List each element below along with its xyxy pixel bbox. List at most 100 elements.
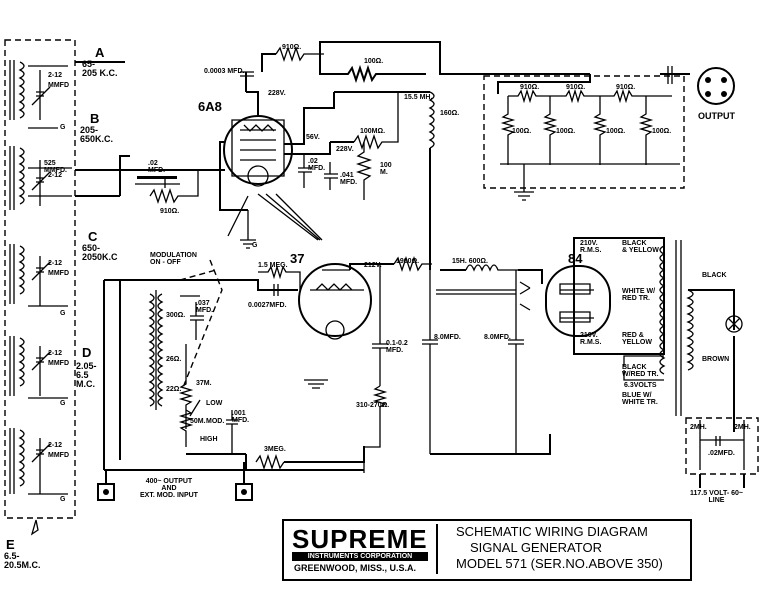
r-910-top-label: 910Ω. bbox=[282, 44, 302, 51]
wire-red-yellow-label: RED & YELLOW bbox=[622, 332, 652, 346]
ground-g-label: G bbox=[252, 242, 258, 249]
trimmer-d-unit: MMFD bbox=[48, 360, 69, 367]
output-note-label: 400~ OUTPUT AND EXT. MOD. INPUT bbox=[140, 478, 198, 499]
pot-mod-label: MOD. bbox=[206, 418, 225, 425]
r-26-label: 26Ω. bbox=[166, 356, 182, 363]
modulation-oscillator bbox=[97, 255, 432, 501]
r-310-label: 310-270Ω. bbox=[356, 402, 390, 409]
r-22-label: 22Ω. bbox=[166, 386, 182, 393]
wire-brown-label: BROWN bbox=[702, 356, 730, 363]
band-d-range: 2.05- 6.5 M.C. bbox=[76, 361, 97, 389]
r-1900-label: 1900Ω. bbox=[396, 258, 420, 265]
band-e-range: 6.5- 20.5M.C. bbox=[4, 551, 41, 570]
r-3meg-label: 3MEG. bbox=[264, 446, 286, 453]
trimmer-a-value: 2-12 bbox=[48, 72, 63, 79]
title-block bbox=[282, 519, 692, 581]
trimmer-c-value: 2-12 bbox=[48, 260, 63, 267]
supreme-logo: SUPREME INSTRUMENTS CORPORATION GREENWOO… bbox=[288, 524, 438, 574]
trimmer-c-unit: MMFD bbox=[48, 270, 69, 277]
cap-0003-label: 0.0003 MFD. bbox=[204, 68, 245, 75]
atten-shunt2-label: 100Ω. bbox=[556, 128, 576, 135]
pot-50m-label: 50M. bbox=[190, 418, 206, 425]
atten-shunt1-label: 100Ω. bbox=[512, 128, 532, 135]
cap-02-line-label: .02MFD. bbox=[708, 450, 735, 457]
oscillator-wiring bbox=[75, 41, 590, 268]
trimmer-e-value: 2-12 bbox=[48, 442, 63, 449]
band-b-letter: B bbox=[90, 111, 100, 126]
cap-001-label: .001 MFD. bbox=[232, 410, 250, 424]
pot-low-label: LOW bbox=[206, 400, 223, 407]
band-b-range: 205- 650K.C. bbox=[80, 125, 114, 144]
wire-black-red-label: BLACK W/RED TR. bbox=[622, 364, 659, 378]
choke-15-5mh-label: 15.5 MH. bbox=[404, 94, 433, 101]
modulation-switch-label: MODULATION ON - OFF bbox=[150, 252, 197, 266]
trimmer-d-value: 2-12 bbox=[48, 350, 63, 357]
ground-c: G bbox=[60, 310, 66, 317]
trimmer-a-unit: MMFD bbox=[48, 82, 69, 89]
title-line-3: MODEL 571 (SER.NO.ABOVE 350) bbox=[456, 556, 663, 571]
trimmer-b-value: 2-12 bbox=[48, 172, 63, 179]
wire-blue-white-label: BLUE W/ WHITE TR. bbox=[622, 392, 658, 406]
cap-041-label: .041 MFD. bbox=[340, 172, 358, 186]
attenuator bbox=[483, 66, 735, 201]
mh1-label: 2MH. bbox=[690, 424, 707, 431]
cap-0027-label: 0.0027MFD. bbox=[248, 302, 287, 309]
trimmer-e-unit: MMFD bbox=[48, 452, 69, 459]
atten-shunt4-label: 100Ω. bbox=[652, 128, 672, 135]
choke-15h-label: 15H. 600Ω. bbox=[452, 258, 488, 265]
atten-r1-label: 910Ω. bbox=[520, 84, 540, 91]
v-56-label: 56V. bbox=[306, 134, 320, 141]
band-coils bbox=[9, 60, 72, 536]
company-name: SUPREME bbox=[292, 524, 428, 554]
cap-02a-label: .02 MFD. bbox=[148, 160, 166, 174]
cap-02b-label: .02 MFD. bbox=[308, 158, 326, 172]
title-line-1: SCHEMATIC WIRING DIAGRAM bbox=[456, 524, 648, 539]
wire-black-yellow-label: BLACK & YELLOW bbox=[622, 240, 659, 254]
r-910-grid-label: 910Ω. bbox=[160, 208, 180, 215]
company-city: GREENWOOD, MISS., U.S.A. bbox=[294, 563, 417, 573]
band-d-letter: D bbox=[82, 345, 92, 360]
rms-bottom-label: 210V. R.M.S. bbox=[580, 332, 602, 346]
output-label: OUTPUT bbox=[698, 111, 735, 121]
cap-525-label: 525 MMFD. bbox=[44, 160, 67, 174]
band-e-letter: E bbox=[6, 537, 15, 552]
pot-high-label: HIGH bbox=[200, 436, 218, 443]
cap-01-label: 0.1-0.2 MFD. bbox=[386, 340, 408, 354]
band-a-range: 65- 205 K.C. bbox=[82, 59, 118, 78]
v-228-label: 228V. bbox=[268, 90, 286, 97]
band-c-range: 650- 2050K.C bbox=[82, 243, 118, 262]
cap-037-label: .037 MFD. bbox=[196, 300, 214, 314]
power-supply bbox=[422, 237, 759, 488]
v63-label: 6.3VOLTS bbox=[624, 382, 657, 389]
choke-160-label: 160Ω. bbox=[440, 110, 460, 117]
v-212-label: 212V. bbox=[364, 262, 382, 269]
cap-8mfd-1-label: 8.0MFD. bbox=[434, 334, 461, 341]
r-300-label: 300Ω. bbox=[166, 312, 186, 319]
atten-shunt3-label: 100Ω. bbox=[606, 128, 626, 135]
band-a-letter: A bbox=[95, 45, 105, 60]
atten-r2-label: 910Ω. bbox=[566, 84, 586, 91]
tube-37-label: 37 bbox=[290, 251, 305, 266]
atten-r3-label: 910Ω. bbox=[616, 84, 636, 91]
r-100m-label: 100MΩ. bbox=[360, 128, 386, 135]
r-100-top-label: 100Ω. bbox=[364, 58, 384, 65]
mh2-label: 2MH. bbox=[734, 424, 751, 431]
line-label: 117.5 VOLT- 60~ LINE bbox=[690, 490, 743, 504]
rms-top-label: 210V. R.M.S. bbox=[580, 240, 602, 254]
title-line-2: SIGNAL GENERATOR bbox=[470, 540, 602, 555]
ground-e: G bbox=[60, 496, 66, 503]
r-100m-v-label: 100 M. bbox=[380, 162, 392, 176]
v-228b-label: 228V. bbox=[336, 146, 354, 153]
r-15meg-label: 1.5 MEG. bbox=[258, 262, 288, 269]
band-c-letter: C bbox=[88, 229, 98, 244]
wire-white-red-label: WHITE W/ RED TR. bbox=[622, 288, 656, 302]
company-corp: INSTRUMENTS CORPORATION bbox=[292, 552, 428, 561]
ground-d: G bbox=[60, 400, 66, 407]
r-37m-label: 37M. bbox=[196, 380, 212, 387]
tube-84-label: 84 bbox=[568, 251, 583, 266]
cap-8mfd-2-label: 8.0MFD. bbox=[484, 334, 511, 341]
band-coil-enclosure bbox=[4, 39, 76, 519]
tube-6a8-label: 6A8 bbox=[198, 99, 222, 114]
wire-black-label: BLACK bbox=[702, 272, 727, 279]
